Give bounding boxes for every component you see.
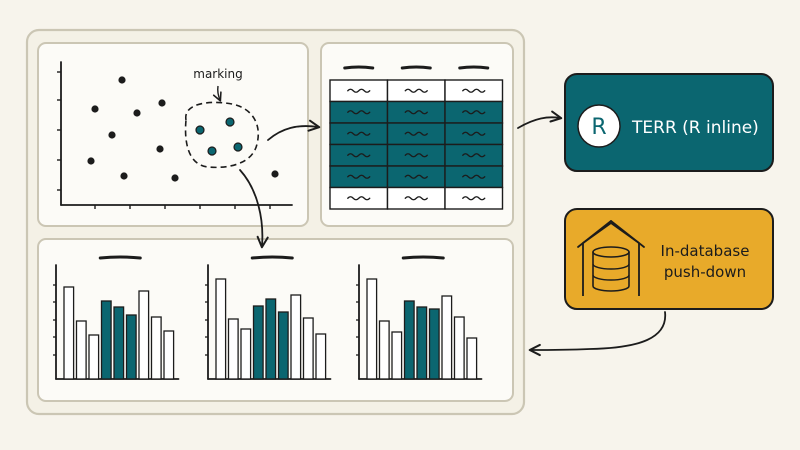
bar[interactable] [302,317,314,380]
table-cell-squiggle [404,88,428,93]
marking-pointer-arrow [212,85,222,102]
bar[interactable] [227,318,239,380]
bar[interactable] [366,278,378,380]
bar-chart-title [250,255,294,260]
bar[interactable] [416,306,428,380]
database-warehouse-icon [577,220,645,296]
scatter-point [171,174,179,182]
marked-points [195,117,243,156]
table-cell-squiggle [347,110,371,115]
scatter-point [87,157,95,165]
table-panel[interactable] [320,42,514,227]
table-cell-squiggle [347,88,371,93]
table-cell-squiggle [347,196,371,201]
bar-chart-title [98,255,142,260]
table-header-label [400,65,432,70]
table-cell-squiggle [404,174,428,179]
marking-label: marking [193,67,242,81]
r-logo-letter: R [591,115,606,140]
scatter-point [91,105,99,113]
table-cell-squiggle [404,153,428,158]
marked-point [195,125,205,135]
scatter-to-table-arrow [267,119,321,141]
scatter-point [118,76,126,84]
bar-charts-panel[interactable] [37,238,514,402]
bar[interactable] [441,295,453,380]
terr-label: TERR (R inline) [631,118,759,138]
scatter-point [108,131,116,139]
indb-label-line2: push-down [664,263,746,281]
table-cell-squiggle [462,131,486,136]
in-database-box[interactable]: In-database push-down [564,208,774,310]
table-cell-squiggle [347,131,371,136]
bar[interactable] [391,331,403,380]
scatter-point [158,99,166,107]
table-cell-squiggle [347,174,371,179]
table-cell-squiggle [347,153,371,158]
bar-chart[interactable] [205,255,332,380]
bar[interactable] [466,337,478,380]
scatter-point [120,172,128,180]
bar[interactable] [277,311,289,380]
marked-point [207,146,217,156]
table-cell-squiggle [462,196,486,201]
indb-label-line1: In-database [661,242,750,260]
table-cell-squiggle [404,110,428,115]
table-cell-squiggle [404,196,428,201]
table-header-row [343,65,490,70]
bar[interactable] [378,320,390,380]
bar[interactable] [113,306,125,380]
bar[interactable] [75,320,87,380]
bar[interactable] [453,316,465,380]
r-logo-icon [577,104,621,148]
marking-lasso[interactable] [184,101,259,169]
table-cell-squiggle [462,110,486,115]
bar[interactable] [315,333,327,380]
bar[interactable] [125,314,137,380]
bar[interactable] [428,308,440,380]
terr-box[interactable]: R TERR (R inline) [564,73,774,172]
bar[interactable] [290,294,302,380]
table-grid [329,79,504,210]
bar-chart[interactable] [356,255,483,380]
table-cell-squiggle [462,153,486,158]
bar[interactable] [150,316,162,380]
bar[interactable] [215,278,227,380]
bar-chart-title [401,255,445,260]
scatter-point [133,109,141,117]
bar[interactable] [403,300,415,380]
bar[interactable] [163,330,175,380]
marked-point [233,142,243,152]
bar[interactable] [100,300,112,380]
scatter-points [87,76,279,182]
bar[interactable] [63,286,75,380]
scatter-to-bars-arrow [239,169,269,249]
bar[interactable] [252,305,264,380]
table-cell-squiggle [462,88,486,93]
table-to-terr-arrow [517,110,563,129]
bar-chart[interactable] [53,255,180,380]
marked-point [225,117,235,127]
bar[interactable] [138,290,150,380]
table-header-label [458,65,490,70]
scatter-ticks [57,71,271,209]
table-cell-squiggle [462,174,486,179]
table-cell-squiggle [404,131,428,136]
scatter-point [156,145,164,153]
table-header-label [343,65,375,70]
scatter-plot-panel[interactable]: marking [37,42,309,227]
scatter-point [271,170,279,178]
bar[interactable] [88,334,100,380]
bar[interactable] [240,328,252,380]
indb-to-dashboard-arrow [528,311,666,357]
bar[interactable] [265,298,277,380]
